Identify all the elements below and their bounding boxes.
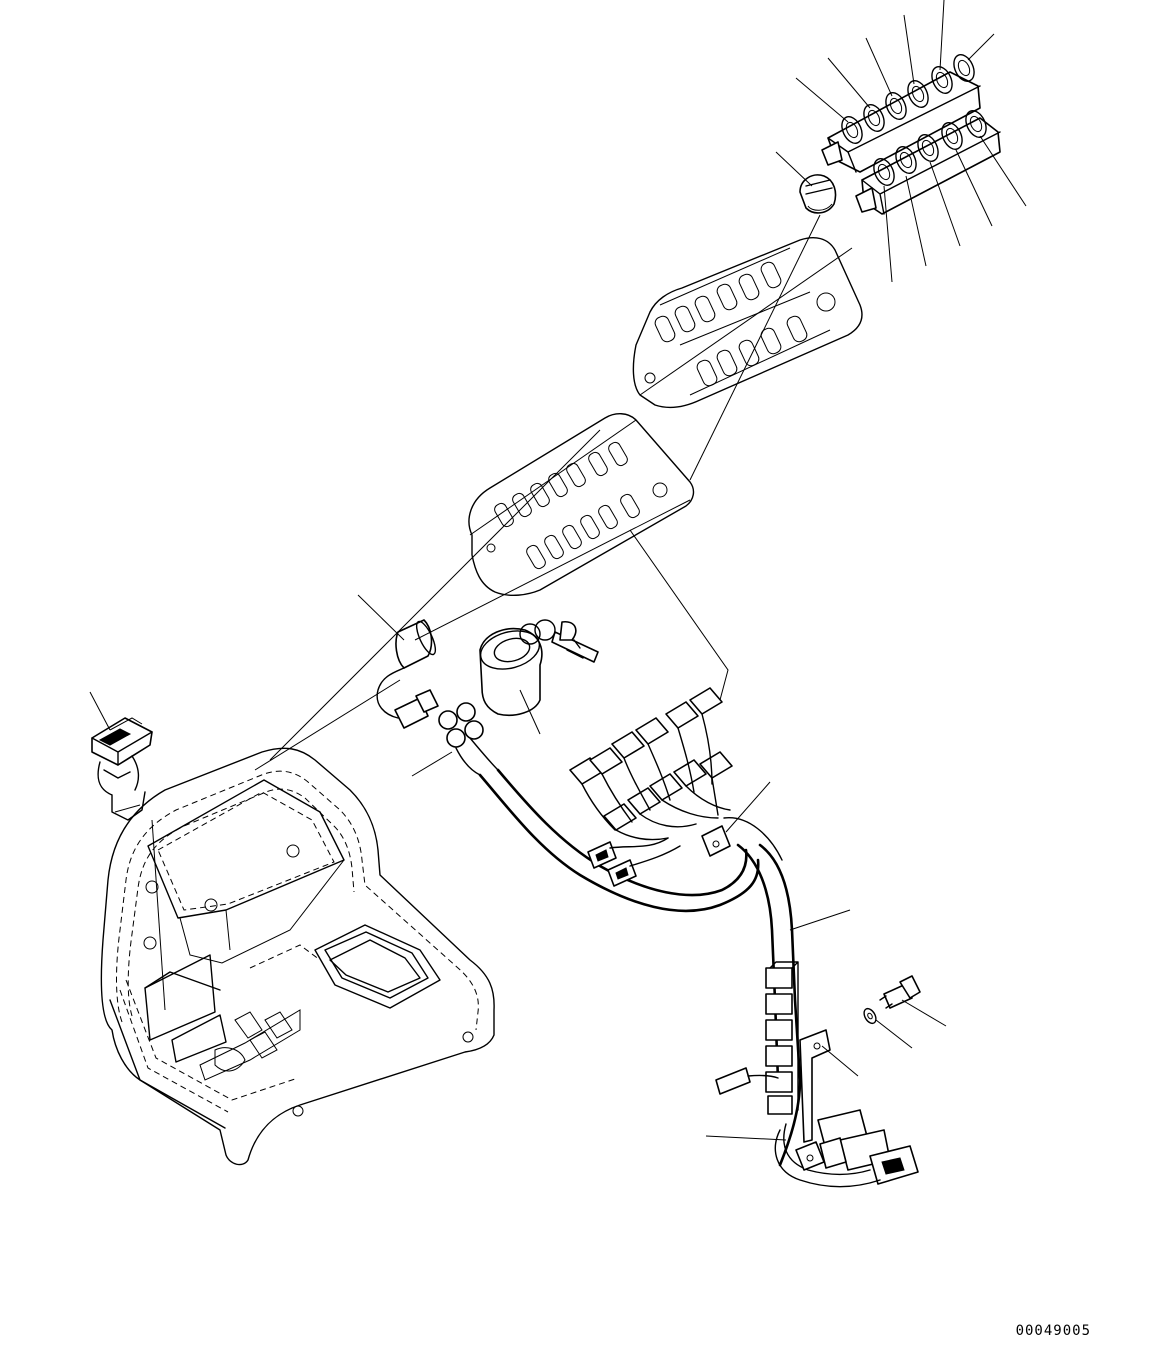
wire-terminals-part xyxy=(439,703,498,775)
console-body xyxy=(101,748,494,1164)
leader-switch-upper-3[interactable] xyxy=(866,38,892,96)
leader-switch-lower-1[interactable] xyxy=(884,186,892,282)
leader-washer[interactable] xyxy=(876,1020,912,1048)
leader-switch-lower-2[interactable] xyxy=(906,176,926,266)
leader-key-switch[interactable] xyxy=(520,690,540,734)
assembly-guide-lines xyxy=(152,215,852,1010)
leader-bracket[interactable] xyxy=(822,1046,858,1076)
leader-bolt[interactable] xyxy=(902,1000,946,1026)
leader-switch-upper-5[interactable] xyxy=(940,0,944,70)
leader-harness-loop[interactable] xyxy=(706,1136,786,1140)
cigarette-lighter-part xyxy=(377,619,439,728)
bolt-part xyxy=(880,976,920,1008)
main-harness xyxy=(480,688,918,1187)
leader-switch-upper-1[interactable] xyxy=(796,78,848,122)
lower-switch-panel xyxy=(469,414,693,596)
leader-cigarette-lighter[interactable] xyxy=(358,595,404,640)
leader-lines[interactable] xyxy=(90,0,1026,1140)
leader-switch-upper-4[interactable] xyxy=(904,15,914,84)
drawing-number: 00049005 xyxy=(1015,1323,1091,1339)
leader-switch-lower-3[interactable] xyxy=(930,162,960,246)
knob-part xyxy=(800,175,836,213)
key-switch-part xyxy=(476,620,598,715)
leader-rocker-switch[interactable] xyxy=(90,692,110,730)
leader-switch-upper-6[interactable] xyxy=(968,34,994,60)
upper-switch-row xyxy=(822,52,980,172)
leader-knob[interactable] xyxy=(776,152,812,186)
rocker-switch-part xyxy=(92,718,152,820)
leader-wire-terminals[interactable] xyxy=(412,752,452,776)
leader-switch-lower-4[interactable] xyxy=(956,150,992,226)
upper-switch-panel xyxy=(633,238,862,408)
leader-harness[interactable] xyxy=(790,910,850,930)
washer-part xyxy=(862,1007,879,1026)
leader-switch-upper-2[interactable] xyxy=(828,58,870,108)
leader-harness-clamp[interactable] xyxy=(726,782,770,832)
leader-switch-lower-5[interactable] xyxy=(980,136,1026,206)
